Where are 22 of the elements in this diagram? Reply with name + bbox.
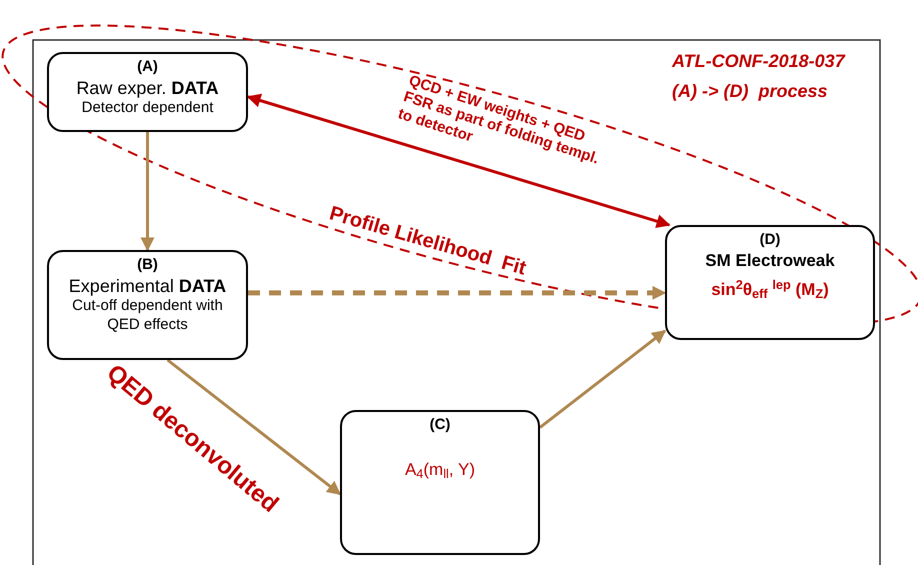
box-text: A$_{4}$(m$_{ll}$, Y) (404, 458, 476, 480)
box-text: (D) (760, 231, 780, 250)
arrow (140, 132, 154, 252)
note-text: ATL-CONF-2018-037 (672, 50, 845, 73)
rounded-box (665, 225, 875, 340)
arrow (539, 330, 666, 429)
box-text: (C) (430, 416, 450, 435)
arrow (248, 286, 666, 300)
box-text: Detector dependent (82, 99, 214, 118)
box-text: (A) (137, 58, 158, 77)
arrow (166, 358, 342, 496)
box-text: sin$^{2}$θ$_{eff}$ $^{lep}$ (M$_{Z}$) (711, 279, 829, 300)
note-text: (A) -> (D) process (672, 80, 828, 103)
box-text: Experimental DATA (68, 274, 226, 298)
box-text: Cut-off dependent with QED effects (71, 297, 224, 335)
box-text: Raw exper. DATA (76, 76, 219, 100)
rounded-box (47, 52, 248, 132)
box-text: SM Electroweak (705, 250, 835, 271)
rounded-box (47, 250, 248, 360)
arrow (246, 94, 671, 228)
rounded-box (340, 410, 540, 555)
box-text: (B) (137, 256, 158, 275)
